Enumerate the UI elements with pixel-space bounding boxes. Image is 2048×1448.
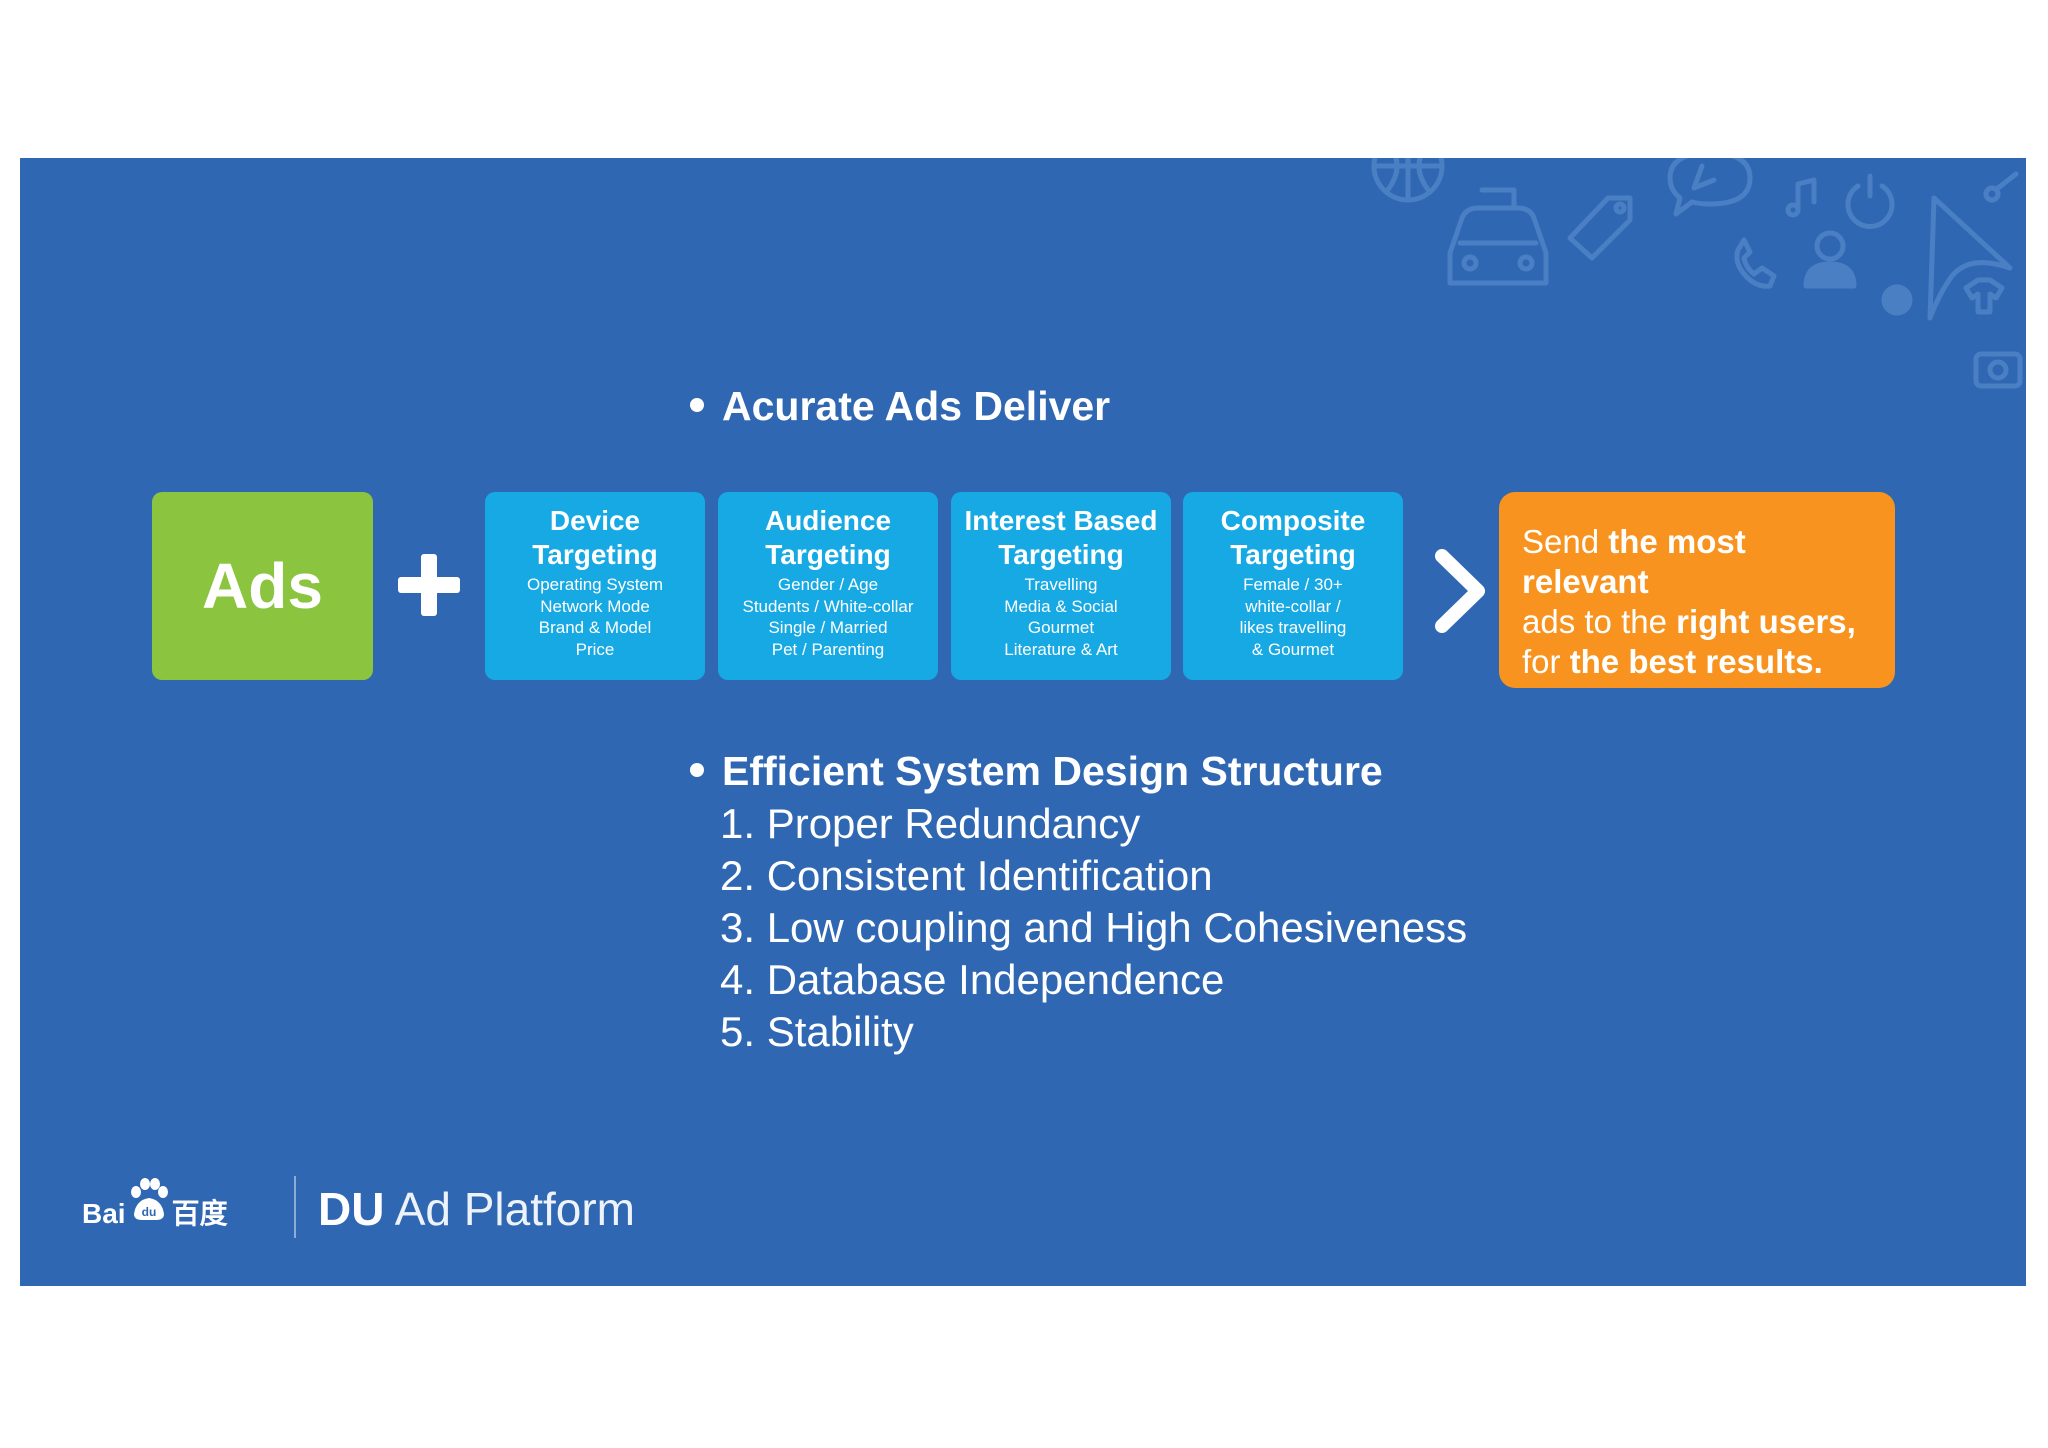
svg-text:du: du [142, 1205, 157, 1219]
bullet-dot [690, 763, 704, 778]
list-item: 3. Low coupling and High Cohesiveness [720, 904, 1468, 951]
list-item: 1. Proper Redundancy [720, 800, 1141, 847]
dot-icon [1881, 284, 1913, 316]
ads-block: Ads [152, 492, 373, 680]
targeting-details: Female / 30+white-collar /likes travelli… [1239, 575, 1347, 659]
arrow-cursor-icon [1927, 195, 2013, 321]
list-item: 5. Stability [720, 1008, 914, 1055]
car-icon [1447, 187, 1549, 286]
phone-icon [1734, 237, 1777, 289]
music-note-icon [1785, 177, 1817, 218]
list-item: 2. Consistent Identification [720, 852, 1213, 899]
du-ad-platform-logo: DU Ad Platform [318, 1183, 636, 1235]
background-icons-decoration [1371, 158, 2023, 389]
plus-icon [398, 554, 460, 616]
chevron-right-icon [1435, 549, 1485, 633]
section-heading-accurate-ads: Acurate Ads Deliver [690, 383, 1110, 430]
tag-icon [1567, 195, 1633, 261]
design-structure-list: 1. Proper Redundancy 2. Consistent Ident… [720, 798, 1467, 1058]
section-heading-efficient-system: Efficient System Design Structure [690, 748, 1383, 795]
logo-divider [294, 1176, 296, 1238]
chat-icon [1667, 158, 1753, 217]
power-icon [1845, 173, 1895, 229]
camera-icon [1973, 351, 2023, 389]
shirt-icon [1963, 277, 2005, 315]
list-item: 4. Database Independence [720, 956, 1225, 1003]
baidu-paw-icon: du [131, 1178, 168, 1220]
user-icon [1803, 230, 1857, 289]
pin-icon [1983, 171, 2019, 203]
bullet-dot [690, 398, 704, 413]
result-box: Send the most relevant ads to the right … [1499, 492, 1895, 688]
ads-label: Ads [202, 550, 323, 622]
globe-icon [1371, 158, 1445, 203]
